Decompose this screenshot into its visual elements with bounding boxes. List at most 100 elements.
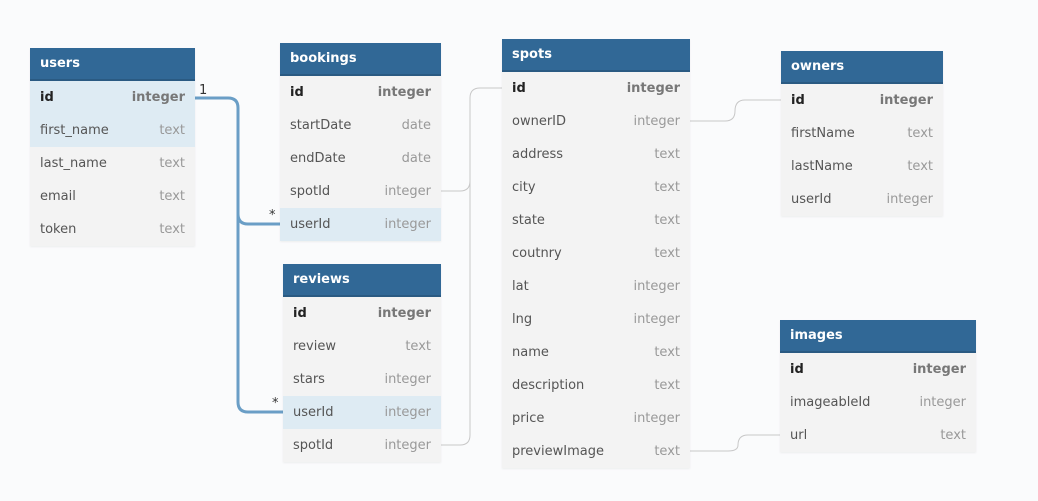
column-row[interactable]: address text [502,138,690,171]
column-row[interactable]: review text [283,330,441,363]
cardinality-many-bookings: * [269,208,276,223]
column-type: text [654,180,680,195]
column-type: integer [633,312,680,327]
table-header[interactable]: images [780,320,976,353]
column-type: text [405,339,431,354]
column-row[interactable]: last_name text [30,147,195,180]
table-header[interactable]: reviews [283,264,441,297]
table-header[interactable]: spots [502,39,690,72]
column-row[interactable]: coutnry text [502,237,690,270]
column-row[interactable]: userId integer [283,396,441,429]
column-type: text [654,345,680,360]
column-name: price [512,411,545,426]
column-type: text [159,156,185,171]
column-row[interactable]: startDate date [280,109,441,142]
table-header[interactable]: bookings [280,43,441,76]
table-bookings[interactable]: bookings id integer startDate date endDate… [280,43,441,241]
column-name: last_name [40,156,107,171]
link-users-reviews[interactable] [236,214,283,414]
column-type: integer [633,114,680,129]
column-name: userId [293,405,334,420]
column-type: text [654,378,680,393]
column-type: integer [879,93,933,108]
column-type: integer [384,184,431,199]
column-row[interactable]: firstName text [781,117,943,150]
column-row[interactable]: userId integer [280,208,441,241]
column-name: name [512,345,549,360]
link-spots-images[interactable] [690,434,780,452]
link-spots-owners[interactable] [690,99,781,122]
cardinality-many-reviews: * [272,396,279,411]
column-name: lastName [791,159,853,174]
column-type: integer [919,395,966,410]
column-row[interactable]: description text [502,369,690,402]
column-type: text [654,246,680,261]
column-row[interactable]: spotId integer [280,175,441,208]
column-type: text [940,428,966,443]
column-type: text [159,123,185,138]
column-type: text [654,147,680,162]
column-name: spotId [293,438,334,453]
column-name: firstName [791,126,855,141]
column-row[interactable]: ownerID integer [502,105,690,138]
link-users-bookings[interactable] [195,96,280,226]
column-name: id [40,90,54,105]
column-type: text [654,213,680,228]
column-type: integer [912,362,966,377]
column-type: integer [633,279,680,294]
column-type: integer [384,217,431,232]
column-name: state [512,213,545,228]
column-type: text [907,159,933,174]
column-type: integer [626,81,680,96]
column-name: spotId [290,184,331,199]
column-name: userId [290,217,331,232]
column-row[interactable]: lastName text [781,150,943,183]
column-name: description [512,378,585,393]
column-name: coutnry [512,246,562,261]
column-name: previewImage [512,444,604,459]
column-type: integer [377,85,431,100]
link-reviews-spots[interactable] [441,98,471,446]
column-name: address [512,147,564,162]
column-name: id [290,85,304,100]
column-row[interactable]: state text [502,204,690,237]
column-type: date [401,118,431,133]
column-type: text [907,126,933,141]
table-header[interactable]: users [30,48,195,81]
column-row[interactable]: id integer [280,76,441,109]
column-row[interactable]: name text [502,336,690,369]
column-name: endDate [290,151,346,166]
column-type: integer [384,405,431,420]
column-name: startDate [290,118,352,133]
column-type: integer [384,372,431,387]
table-header[interactable]: owners [781,51,943,84]
column-name: ownerID [512,114,567,129]
link-bookings-spots[interactable] [441,87,502,192]
column-name: review [293,339,336,354]
